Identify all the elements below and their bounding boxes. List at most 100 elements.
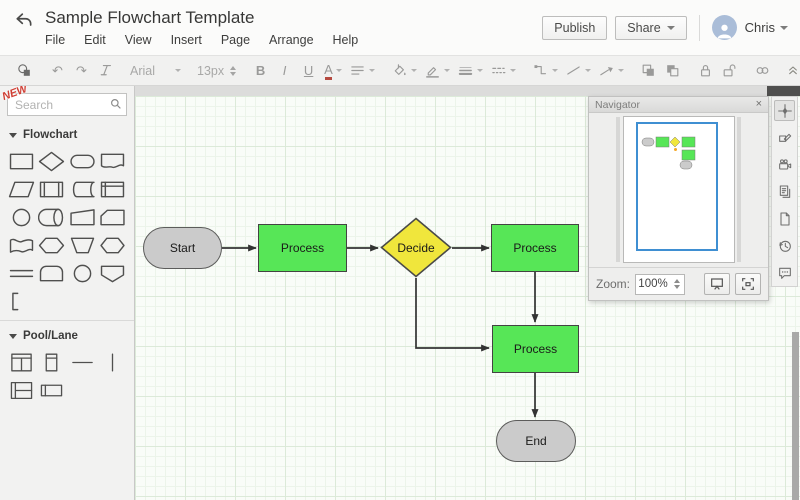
search-icon [109,97,123,116]
navigator-titlebar[interactable]: Navigator × [589,97,768,113]
navigator-icon[interactable] [774,100,795,121]
shape-rectangle[interactable] [8,151,35,172]
shape-wavy-document[interactable] [8,235,35,256]
shape-document[interactable] [99,151,126,172]
horizontal-scrollbar[interactable] [135,86,800,96]
minimap-page[interactable] [623,116,735,263]
shape-curved-top-rect[interactable] [38,263,65,284]
section-header-pool-lane[interactable]: Pool/Lane [0,320,134,346]
zoom-spinner[interactable] [670,279,684,289]
minimap[interactable] [589,113,768,268]
italic-button[interactable]: I [274,59,295,83]
shapes-button[interactable] [14,59,35,83]
shape-diamond[interactable] [38,151,65,172]
node-process-2[interactable]: Process [491,224,579,272]
unlock-button[interactable] [719,59,740,83]
shape-pool-horizontal-1[interactable] [38,380,65,401]
shape-double-line[interactable] [8,263,35,284]
shape-divider-v[interactable] [99,352,126,373]
shape-circle-2[interactable] [69,263,96,284]
bold-button[interactable]: B [250,59,271,83]
menu-file[interactable]: File [45,33,66,47]
shape-pool-horizontal-2[interactable] [8,380,35,401]
minimap-rail [616,117,620,262]
shape-stored-data[interactable] [69,179,96,200]
lock-button[interactable] [695,59,716,83]
node-start[interactable]: Start [143,227,222,269]
share-button[interactable]: Share [615,15,687,40]
font-size-stepper[interactable]: 13px [195,59,238,83]
shape-pool-vertical-1[interactable] [38,352,65,373]
collapse-toolbar-button[interactable] [779,61,800,80]
shape-off-page-connector[interactable] [99,263,126,284]
line-end-button[interactable] [596,59,626,83]
menu-help[interactable]: Help [332,33,359,47]
menu-page[interactable]: Page [220,33,251,47]
line-style-button[interactable] [488,59,518,83]
shape-internal-storage[interactable] [99,179,126,200]
navigator-panel: Navigator × Zoom: [588,96,769,301]
slides-icon[interactable] [774,154,795,175]
font-color-button[interactable]: A [322,59,344,83]
shape-terminator[interactable] [69,151,96,172]
notes-icon[interactable] [774,181,795,202]
fit-to-screen-button[interactable] [735,273,761,295]
horizontal-scrollbar-thumb[interactable] [767,86,800,96]
clear-format-button[interactable] [95,59,116,83]
link-button[interactable] [752,59,773,83]
menu-arrange[interactable]: Arrange [269,33,314,47]
shape-predefined-process[interactable] [38,179,65,200]
line-color-button[interactable] [422,59,452,83]
navigator-zoom-bar: Zoom: [589,267,768,300]
undo-button[interactable]: ↶ [47,59,68,83]
search-box: NEW [1,83,127,116]
document-title[interactable]: Sample Flowchart Template [45,8,255,27]
node-decide[interactable]: Decide [380,217,452,278]
search-input[interactable] [7,93,127,116]
minimap-viewport-frame[interactable] [636,122,718,251]
back-arrow-icon[interactable] [14,10,36,32]
send-backward-button[interactable] [662,59,683,83]
node-process-1[interactable]: Process [258,224,347,272]
shape-rounded-hexagon[interactable] [38,235,65,256]
shape-hexagon[interactable] [99,235,126,256]
align-button[interactable] [347,59,377,83]
menu-insert[interactable]: Insert [170,33,202,47]
shape-inverted-trapezoid[interactable] [69,235,96,256]
line-start-button[interactable] [563,59,593,83]
line-width-button[interactable] [455,59,485,83]
publish-button[interactable]: Publish [542,15,608,40]
fill-color-button[interactable] [389,59,419,83]
vertical-scrollbar-thumb[interactable] [792,332,799,500]
shape-divider-h[interactable] [69,352,96,373]
section-header-flowchart[interactable]: Flowchart [0,123,134,145]
shape-manual-operation[interactable] [69,207,96,228]
shape-bracket[interactable] [8,291,35,312]
avatar[interactable] [711,15,737,40]
shape-direct-access-storage[interactable] [38,207,65,228]
menu-edit[interactable]: Edit [84,33,106,47]
zoom-input[interactable] [636,278,671,290]
node-end[interactable]: End [496,420,576,462]
comments-icon[interactable] [774,262,795,283]
user-name: Chris [744,20,775,35]
shape-parallelogram[interactable] [8,179,35,200]
underline-button[interactable]: U [298,59,319,83]
history-icon[interactable] [774,235,795,256]
presentation-button[interactable] [704,273,730,295]
bring-forward-button[interactable] [638,59,659,83]
shape-edit-icon[interactable] [774,127,795,148]
connector-style-button[interactable] [530,59,560,83]
node-process-3[interactable]: Process [492,325,579,373]
close-icon[interactable]: × [755,98,762,110]
shape-circle[interactable] [8,207,35,228]
shape-card[interactable] [99,207,126,228]
user-menu[interactable]: Chris [745,20,788,35]
page-icon[interactable] [774,208,795,229]
shape-pool-vertical-2[interactable] [8,352,35,373]
font-family-select[interactable]: Arial [128,59,183,83]
redo-button[interactable]: ↷ [71,59,92,83]
menu-view[interactable]: View [124,33,152,47]
